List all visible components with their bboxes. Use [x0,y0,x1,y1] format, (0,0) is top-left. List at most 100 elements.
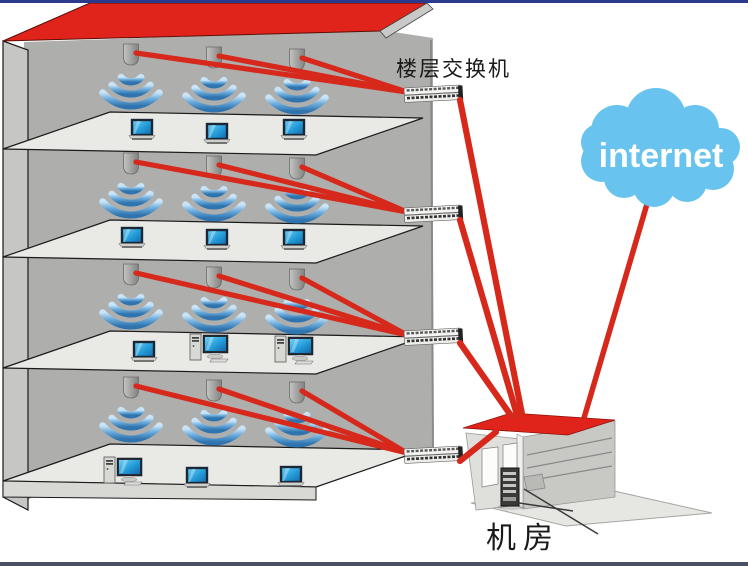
tower-button [192,345,195,347]
laptop-base [130,357,158,361]
wifi-signal-icon [274,195,320,212]
monitor-base [291,356,309,361]
uplink-cable-lines [456,96,526,465]
laptop-screen [282,118,306,137]
access-point-icon [289,381,305,404]
ap-cable-line [299,388,410,456]
access-point-icon [206,266,222,289]
screen-glare [135,343,143,356]
switch-port [420,215,424,219]
wifi-signal-icon [191,304,237,321]
wifi-signal-icon [99,309,163,330]
laptop-base-edge [132,138,152,140]
access-point-icon [123,263,139,286]
switch-port [451,329,455,333]
switch-port [433,456,438,460]
switch-port [451,94,456,98]
tower-slot [106,463,113,465]
floor-computers [103,118,314,488]
wifi-signal-icon [108,414,154,431]
ap-cable-line [216,386,410,456]
switch-port [406,216,411,220]
switch-port [411,457,415,461]
laptop-screen [130,118,154,137]
laptop-icon [203,122,231,144]
floor-switch-label: 楼层交换机 [396,57,511,81]
wifi-signal-icon [200,409,228,422]
switch-port [411,96,415,100]
desktop-computer-icon [103,456,143,486]
switch-port [442,207,446,210]
switch-port [411,449,415,453]
laptop-base-edge [284,248,304,250]
ap-cable-line [299,164,410,215]
switch-port [433,330,437,334]
switch-port [406,209,410,212]
vent-line [526,437,613,456]
server-room [462,412,713,535]
floor-switch-icon [403,204,464,223]
wifi-signal-icon [200,185,228,198]
switch-port [447,337,451,341]
switch-port [424,338,429,342]
wifi-signal-icon [108,81,154,98]
wifi-signal-icon [117,182,145,195]
wifi-signal-icon [182,312,246,333]
switch-port [420,95,424,99]
switch-port [415,457,420,460]
switch-port [411,339,415,343]
laptop-icon [118,226,146,248]
wifi-signal-icon [99,198,163,219]
laptop-icon [130,340,158,362]
switch-port [420,456,424,460]
laptop-base [203,139,231,143]
wifi-signal-icon [108,301,154,318]
switch-port [415,96,420,99]
ap-cable-line [216,273,410,338]
switch-port [424,95,429,99]
switch-port [442,448,446,451]
switch-port [433,215,438,219]
switch-port [447,86,451,90]
switch-port [451,447,455,451]
wifi-signal-icon [108,190,154,207]
screen-glare [282,468,290,481]
switch-port [424,208,428,211]
laptop-base-edge [281,485,301,487]
ground-slab-front-edge [2,480,317,501]
uplink-cable-line [456,428,500,465]
switch-port [433,448,437,452]
floor-switch-icon [403,445,464,464]
floor-switch-icon [403,327,464,346]
tower-slot [192,337,199,339]
wifi-signal-icon [182,92,246,113]
switch-port [429,95,433,99]
switch-port [415,216,420,219]
switch-port [442,455,447,459]
wifi-signal-icon [99,89,163,110]
tower-slot [277,339,284,341]
switch-port [442,214,447,218]
switch-port [406,332,410,335]
screen-glare [285,121,293,134]
switch-port [438,215,442,218]
wifi-signal-icon [274,86,320,103]
laptop-icon [280,228,308,250]
laptop-icon [203,228,231,250]
wifi-signal-icon [117,73,145,86]
laptop-base [280,135,308,139]
switch-port [415,88,419,92]
switch-port [438,456,442,459]
switch-port [447,455,451,459]
wifi-signal-icon [191,417,237,434]
ap-cable-line [216,162,410,215]
switch-port [442,330,446,333]
laptop-screen [132,340,156,359]
tower-slot [192,340,199,342]
wifi-signal-icon [182,201,246,222]
pc-tower [189,333,202,361]
wifi-signal-icon [265,94,329,115]
desktop-computer-icon [274,335,314,365]
screen-glare [208,231,216,244]
access-point-icon [289,268,305,291]
